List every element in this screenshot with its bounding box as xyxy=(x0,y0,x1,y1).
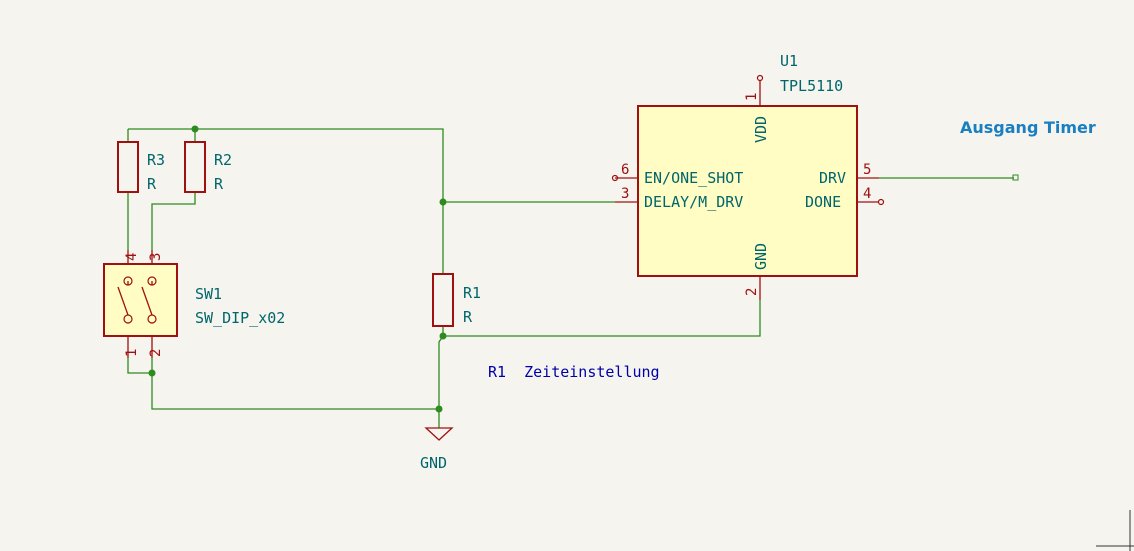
global-label-output[interactable]: Ausgang Timer xyxy=(960,118,1096,181)
resistor-r1-body xyxy=(432,273,454,327)
u1-pin-vdd-name: VDD xyxy=(752,116,770,143)
junction-dot xyxy=(191,125,199,133)
u1-pin-gnd-num: 2 xyxy=(744,288,760,296)
u1-open-pin-circle xyxy=(611,174,619,182)
u1-body xyxy=(637,105,858,277)
r2-value: R xyxy=(214,175,224,193)
u1-pin-en-num: 6 xyxy=(621,162,629,178)
wire-top-bus xyxy=(128,128,444,202)
wire-sw-gnd xyxy=(151,358,439,410)
u1-pin-delay-num: 3 xyxy=(621,186,629,202)
sw1-pin-1: 1 xyxy=(124,349,140,357)
sheet-border-corner xyxy=(1096,510,1134,551)
u1-pin-en-name: EN/ONE_SHOT xyxy=(644,169,743,187)
junction-dot xyxy=(439,332,447,340)
u1-pin-delay-name: DELAY/M_DRV xyxy=(644,193,743,211)
u1-pin-drv-num: 5 xyxy=(863,162,871,178)
u1-value: TPL5110 xyxy=(780,77,843,95)
sw1-body xyxy=(103,263,178,337)
u1-pin-done-name: DONE xyxy=(805,193,841,211)
u1-pin-drv-name: DRV xyxy=(819,169,846,187)
sw1-pin-3: 3 xyxy=(148,253,164,261)
sw1-value: SW_DIP_x02 xyxy=(195,309,285,327)
switch-sw1[interactable]: 4 3 1 2 SW1 SW_DIP_x02 xyxy=(103,250,285,358)
resistor-r1[interactable]: R1 R xyxy=(432,273,481,327)
wire-gnd-vertical xyxy=(438,335,444,428)
junction-dot xyxy=(439,198,447,206)
resistor-r3[interactable]: R3 R xyxy=(117,141,165,193)
junction-dot xyxy=(148,369,156,377)
sw1-pin-leads xyxy=(127,250,153,358)
r1-ref: R1 xyxy=(463,284,481,302)
note-r1-time-setting: R1 Zeiteinstellung xyxy=(488,363,660,381)
gnd-label: GND xyxy=(420,454,447,472)
wire-r2-sw xyxy=(151,192,196,250)
ic-u1[interactable]: VDD EN/ONE_SHOT DELAY/M_DRV GND DRV DONE… xyxy=(611,52,885,300)
sw1-ref: SW1 xyxy=(195,285,222,303)
resistor-r3-body xyxy=(117,141,139,193)
junctions xyxy=(148,125,447,413)
wires xyxy=(127,128,1014,428)
u1-open-pin-circle xyxy=(756,74,764,82)
wire-sw-bottom xyxy=(127,358,152,374)
u1-open-pin-circle xyxy=(877,198,885,206)
u1-ref: U1 xyxy=(780,52,798,70)
u1-pin-gnd-name: GND xyxy=(752,243,770,270)
gnd-symbol[interactable]: GND xyxy=(420,427,454,472)
u1-pin-done-num: 4 xyxy=(863,186,871,202)
r3-ref: R3 xyxy=(147,151,165,169)
global-label-connector xyxy=(1012,174,1019,181)
sw1-pin-2: 2 xyxy=(148,349,164,357)
r3-value: R xyxy=(147,175,157,193)
r1-value: R xyxy=(463,308,473,326)
r2-ref: R2 xyxy=(214,151,232,169)
global-label-text: Ausgang Timer xyxy=(960,118,1096,137)
junction-dot xyxy=(435,405,443,413)
resistor-r2-body xyxy=(184,141,206,193)
sw1-pin-4: 4 xyxy=(124,253,140,261)
sw1-lever xyxy=(117,281,153,316)
resistor-r2[interactable]: R2 R xyxy=(184,141,232,193)
gnd-icon xyxy=(424,427,454,441)
u1-pin-vdd-num: 1 xyxy=(744,93,760,101)
wire-r1-bottom xyxy=(442,300,761,337)
